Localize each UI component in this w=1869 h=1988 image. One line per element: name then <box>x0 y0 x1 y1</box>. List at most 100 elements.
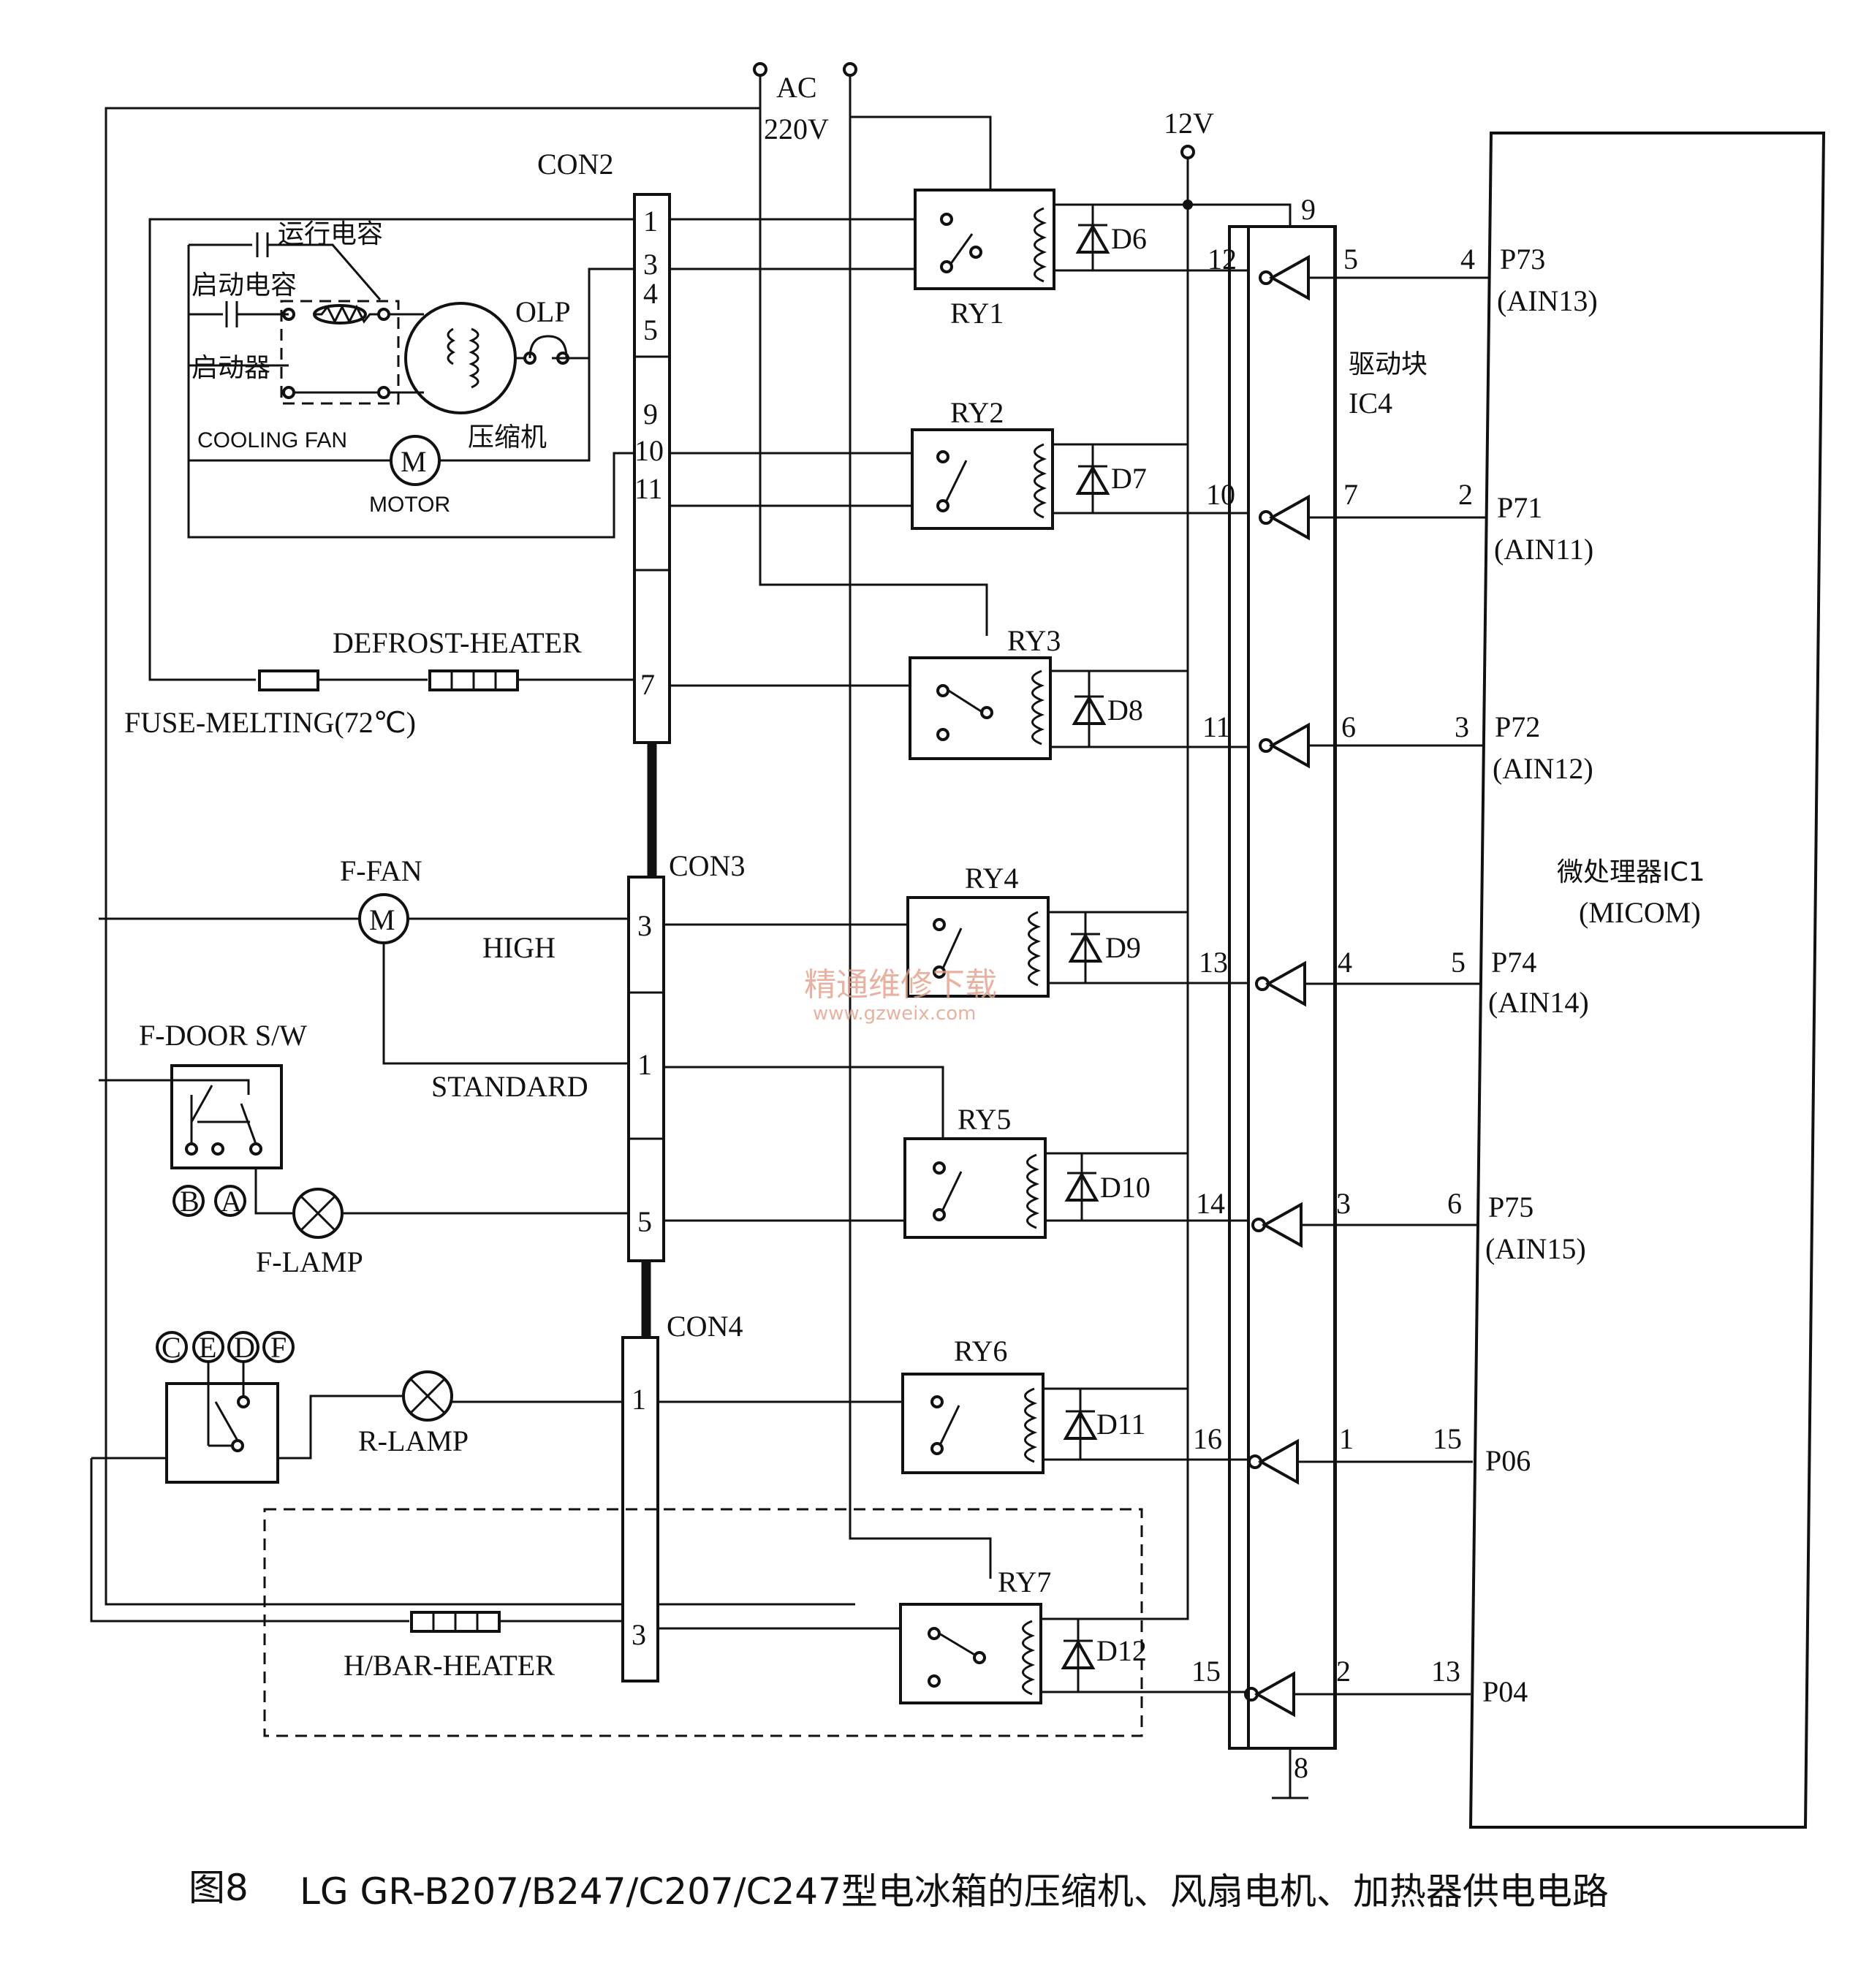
con2-label: CON2 <box>537 148 613 181</box>
con3-label: CON3 <box>669 849 745 882</box>
hbar-heater-label: H/BAR-HEATER <box>344 1649 555 1682</box>
mcu-port-alt: (AIN15) <box>1485 1232 1586 1265</box>
ic4-in-pin: 5 <box>1343 243 1358 276</box>
mcu-pin: 4 <box>1460 243 1475 276</box>
con2-pin: 3 <box>643 248 658 281</box>
compressor-label: 压缩机 <box>468 422 547 452</box>
ic4-driver: 9 8 驱动块 IC4 12 5 4 10 7 2 11 6 3 <box>1191 193 1491 1799</box>
f-lamp-label: F-LAMP <box>256 1245 363 1278</box>
relay-ry3: RY3 D8 <box>909 624 1250 760</box>
standard-label: STANDARD <box>431 1070 588 1103</box>
freezer-fan-circuit: M F-FAN HIGH STANDARD <box>99 854 944 1140</box>
ic4-in-pin: 4 <box>1338 946 1352 979</box>
relay-name: RY6 <box>954 1335 1007 1367</box>
r-lamp-label: R-LAMP <box>358 1424 469 1457</box>
con2-pin: 9 <box>643 398 658 430</box>
ic4-out-pin: 10 <box>1206 478 1235 511</box>
diode-name: D12 <box>1096 1634 1147 1667</box>
refrigerator-lamp-circuit: C E D F R-LAMP <box>91 1331 903 1484</box>
inverter-buffer: 14 3 6 <box>1196 1187 1476 1248</box>
relay-name: RY3 <box>1007 624 1061 657</box>
diode-name: D11 <box>1096 1408 1145 1441</box>
con2-pin: 11 <box>634 472 663 505</box>
con4-pin: 3 <box>632 1618 646 1651</box>
con2-connector: CON2 1 3 4 5 9 10 11 7 <box>537 148 671 877</box>
terminal-e-label: E <box>199 1331 216 1364</box>
freezer-door-switch: F-DOOR S/W B A F-LAMP <box>99 1019 910 1278</box>
f-fan-motor-m: M <box>369 903 395 936</box>
high-label: HIGH <box>482 931 556 964</box>
con2-pin: 5 <box>643 314 658 346</box>
mcu-port: P74 <box>1491 946 1536 979</box>
con3-connector: CON3 3 1 5 <box>627 849 745 1338</box>
mcu-port: P75 <box>1488 1191 1534 1223</box>
f-fan-label: F-FAN <box>340 854 422 887</box>
ic4-in-pin: 3 <box>1336 1187 1351 1220</box>
relay-ry2: RY2 D7 <box>911 396 1250 530</box>
start-capacitor-label: 启动电容 <box>192 270 297 300</box>
olp-label: OLP <box>515 295 571 328</box>
ic4-in-pin: 7 <box>1343 478 1358 511</box>
motor-label: MOTOR <box>369 493 450 517</box>
mcu-pin: 5 <box>1451 946 1466 979</box>
con2-pin: 4 <box>643 277 658 310</box>
diode-name: D6 <box>1111 222 1147 255</box>
ic4-out-pin: 16 <box>1193 1422 1222 1455</box>
terminal-f-label: F <box>270 1331 287 1364</box>
defrost-circuit: DEFROST-HEATER FUSE-MELTING(72℃) <box>124 626 910 739</box>
figure-caption: 图8 LG GR-B207/B247/C207/C247型电冰箱的压缩机、风扇电… <box>189 1867 1609 1913</box>
con2-pin: 10 <box>634 434 664 467</box>
terminal-a-label: A <box>221 1185 242 1218</box>
ic4-ground-pin: 8 <box>1294 1751 1308 1784</box>
ic4-out-pin: 11 <box>1202 710 1231 743</box>
diode-name: D10 <box>1100 1171 1150 1204</box>
con3-pin: 5 <box>637 1205 652 1238</box>
micom-ic1: 微处理器IC1 (MICOM) P73 (AIN13) P71 (AIN11) … <box>1468 132 1826 1829</box>
relay-ry1: RY1 D6 <box>914 189 1250 330</box>
con2-pin: 1 <box>643 205 658 238</box>
driver-block-label: 驱动块 <box>1349 349 1428 379</box>
relay-ry4: RY4 D9 <box>906 862 1250 998</box>
relay-ry6: RY6 D11 <box>901 1335 1250 1474</box>
mcu-port: P73 <box>1500 243 1545 276</box>
diode-name: D7 <box>1111 462 1147 495</box>
micom-label: (MICOM) <box>1579 896 1701 929</box>
terminal-b-label: B <box>180 1185 200 1218</box>
relay-ry5: RY5 D10 <box>903 1103 1250 1239</box>
mcu-port-alt: (AIN13) <box>1497 284 1598 317</box>
watermark-text: 精通维修下载 <box>804 966 997 1004</box>
inverter-buffer: 10 7 2 <box>1206 478 1487 541</box>
mcu-pin: 2 <box>1458 478 1473 511</box>
watermark-url: www.gzweix.com <box>813 1003 977 1025</box>
mcu-port: P71 <box>1497 491 1542 524</box>
ic4-out-pin: 14 <box>1196 1187 1225 1220</box>
cooling-fan-motor-m: M <box>401 445 427 478</box>
hbar-heater-circuit: H/BAR-HEATER <box>90 1458 1143 1737</box>
ac-voltage-label: 220V <box>764 113 829 145</box>
defrost-heater-label: DEFROST-HEATER <box>333 626 582 659</box>
starter-label: 启动器 <box>192 353 270 383</box>
terminal-c-label: C <box>162 1331 181 1364</box>
inverter-buffer: 15 2 13 <box>1191 1655 1471 1718</box>
inverter-buffer: 11 6 3 <box>1202 710 1484 769</box>
relay-name: RY1 <box>950 297 1004 330</box>
fuse-label: FUSE-MELTING(72℃) <box>124 706 416 739</box>
con4-label: CON4 <box>667 1310 743 1343</box>
ic4-out-pin: 12 <box>1208 243 1237 276</box>
relay-name: RY7 <box>998 1566 1051 1598</box>
mcu-port-alt: (AIN12) <box>1493 752 1593 785</box>
compressor-circuit: 运行电容 启动电容 启动器 压缩机 OLP M <box>148 218 915 681</box>
ic4-label: IC4 <box>1349 387 1392 420</box>
mcu-pin: 15 <box>1433 1422 1462 1455</box>
diode-name: D9 <box>1105 931 1141 964</box>
con3-pin: 1 <box>637 1048 652 1081</box>
watermark: 精通维修下载 www.gzweix.com <box>804 966 997 1025</box>
mcu-port: P72 <box>1495 710 1540 743</box>
cooling-fan-label: COOLING FAN <box>197 428 347 452</box>
mcu-port-alt: (AIN11) <box>1494 533 1593 566</box>
mcu-pin: 13 <box>1431 1655 1460 1688</box>
run-capacitor-label: 运行电容 <box>278 219 383 249</box>
con3-pin: 3 <box>637 909 652 942</box>
inverter-buffer: 16 1 15 <box>1193 1422 1473 1485</box>
